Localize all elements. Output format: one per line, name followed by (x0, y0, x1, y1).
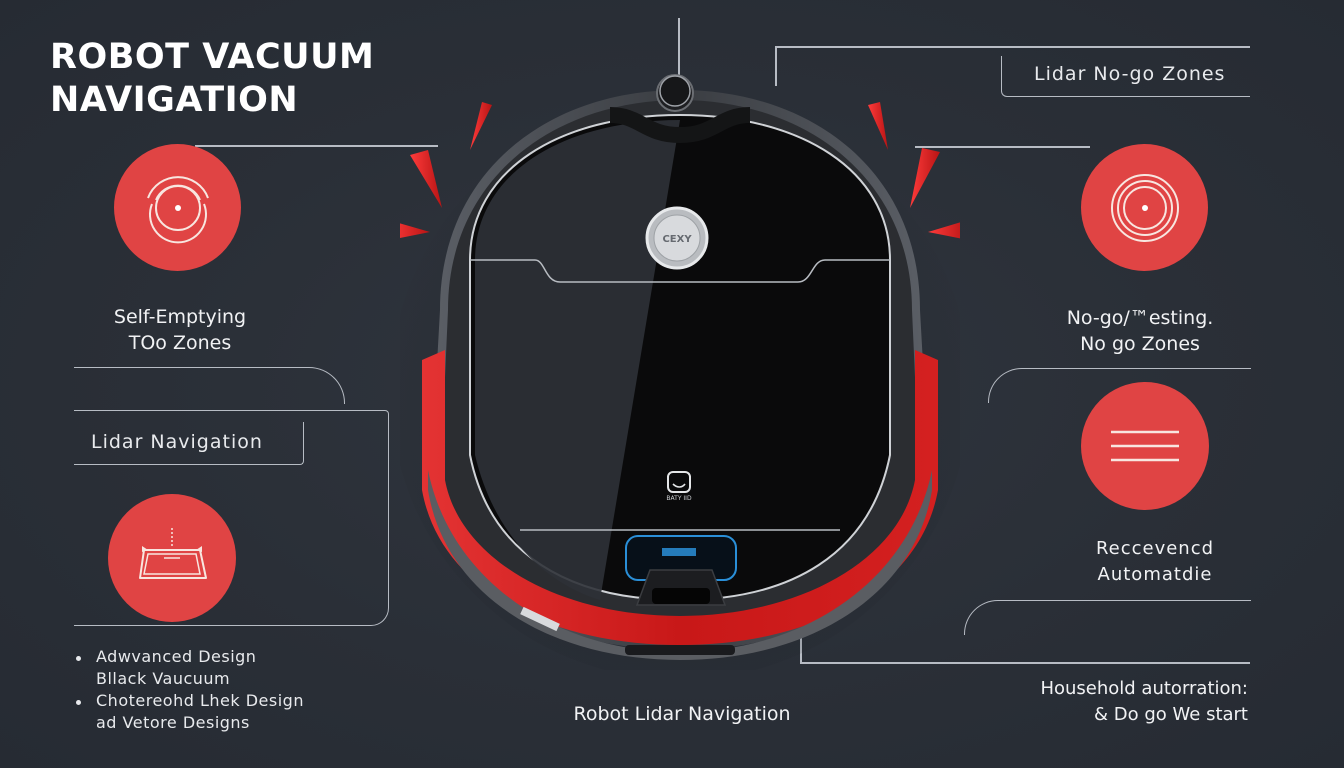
robot-caption: Robot Lidar Navigation (573, 703, 791, 725)
feature-circle-no-go[interactable] (1081, 144, 1208, 271)
bullet-list: Adwvanced Design Bllack Vaucuum Chotereo… (76, 646, 304, 734)
feature-label-no-go: No-go/™esting. No go Zones (1066, 307, 1214, 355)
robot-vacuum-illustration: CEXY BATY IID (388, 60, 970, 680)
menu-lines-icon (1111, 430, 1179, 462)
svg-text:CEXY: CEXY (662, 234, 692, 245)
bullet-item: Adwvanced Design Bllack Vaucuum (76, 646, 304, 690)
feature-label-automatic: Reccevencd Automatdie (1095, 538, 1215, 585)
feature-circle-floor[interactable] (108, 494, 236, 622)
lidar-no-go-label: Lidar No-go Zones (1034, 63, 1226, 85)
lidar-ripple-icon (146, 175, 209, 243)
concentric-rings-icon (1110, 173, 1179, 242)
lidar-navigation-box[interactable] (74, 422, 304, 465)
footer-household: Household autorration: & Do go We start (1040, 678, 1248, 725)
svg-text:BATY IID: BATY IID (666, 495, 692, 502)
feature-circle-automatic[interactable] (1081, 382, 1209, 510)
bullet-dot-icon (76, 656, 81, 661)
connector-line (775, 46, 777, 86)
page-title: ROBOT VACUUM NAVIGATION (50, 36, 374, 122)
feature-circle-lidar[interactable] (114, 144, 241, 271)
robot-vacuum-icon: CEXY BATY IID (388, 74, 970, 680)
connector-line (195, 145, 438, 147)
title-line-2: NAVIGATION (50, 80, 299, 120)
lidar-navigation-label: Lidar Navigation (91, 431, 263, 453)
floor-area-icon (139, 528, 207, 579)
bullet-dot-icon (76, 700, 81, 705)
connector-line (915, 146, 1090, 148)
connector-line (800, 662, 1250, 664)
connector-curve (964, 600, 1251, 635)
connector-curve (74, 367, 345, 404)
title-line-1: ROBOT VACUUM (50, 37, 375, 77)
lidar-no-go-box[interactable] (1001, 56, 1250, 97)
connector-line (678, 18, 680, 78)
lidar-navigation-frame (74, 410, 389, 626)
connector-line (775, 46, 1250, 48)
bullet-item: Chotereohd Lhek Design ad Vetore Designs (76, 690, 304, 734)
feature-label-self-emptying: Self-Emptying TOo Zones (113, 306, 247, 354)
